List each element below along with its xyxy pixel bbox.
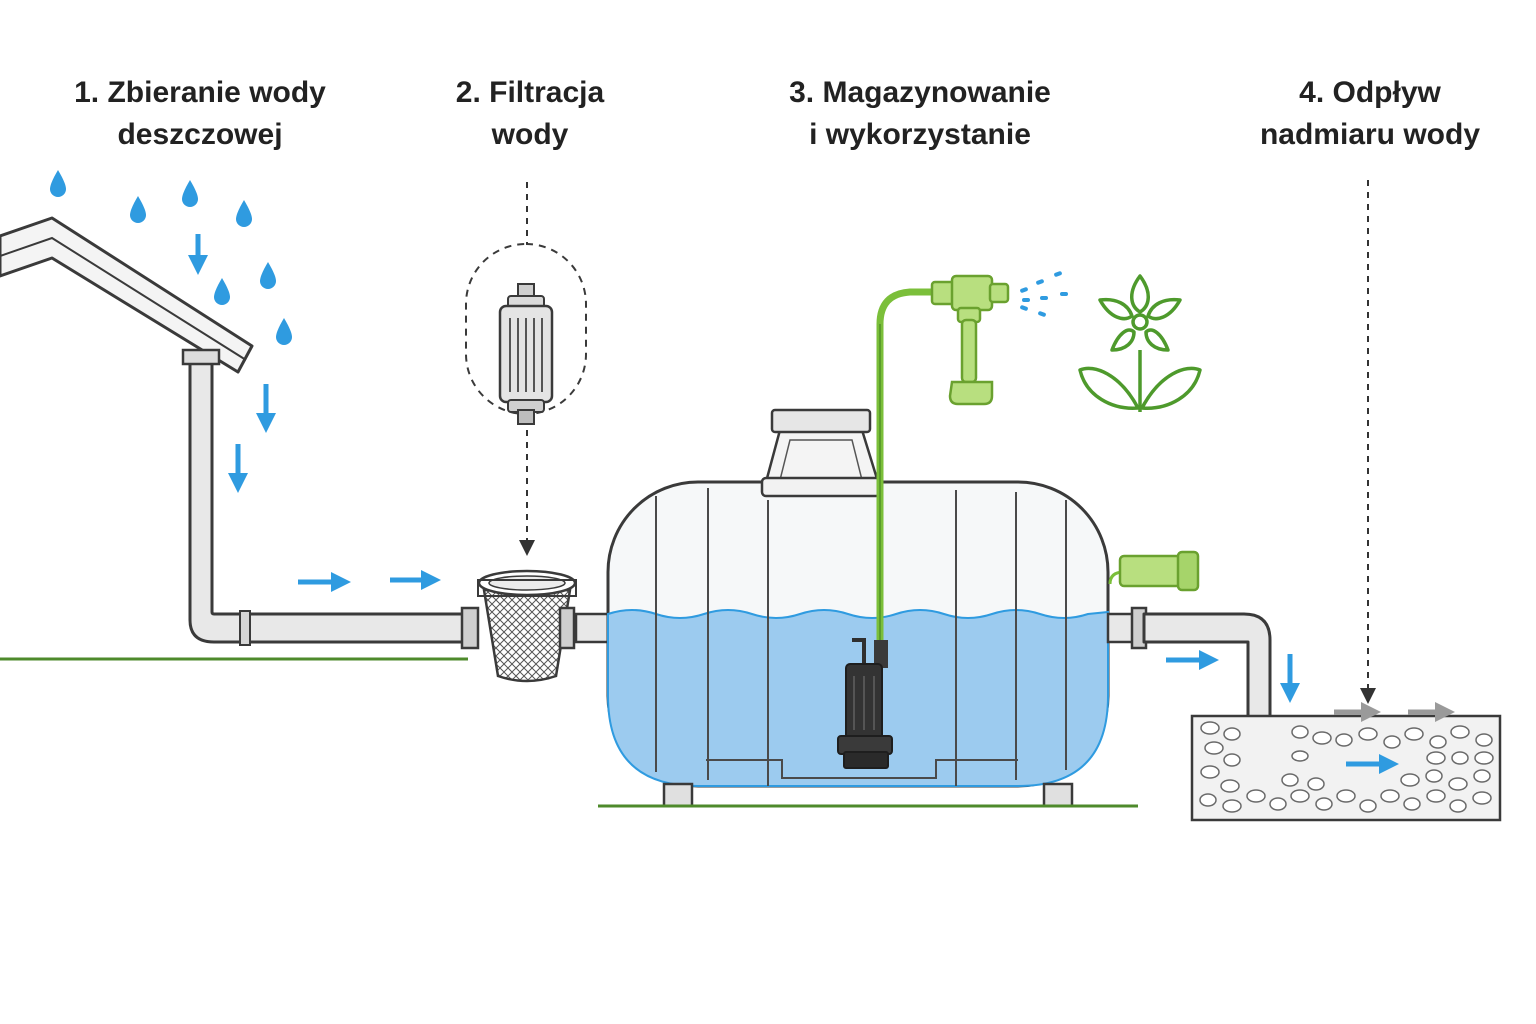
step-3-line-2: i wykorzystanie <box>809 118 1031 151</box>
tank-green-outlet <box>1108 550 1200 592</box>
gravel-bed-icon <box>1190 714 1502 822</box>
spray-droplets <box>1020 271 1068 317</box>
step-4-line-1: 4. Odpływ <box>1299 76 1441 109</box>
raindrop-icon <box>276 318 292 345</box>
rain-flow-arrows <box>188 234 441 592</box>
step-2-line-1: 2. Filtracja <box>455 76 605 109</box>
step-1-title: 1. Zbieranie wody deszczowej <box>40 72 360 156</box>
raindrop-icon <box>214 278 230 305</box>
raindrop-icon <box>236 200 252 227</box>
raindrop-icon <box>130 196 146 223</box>
step-3-line-1: 3. Magazynowanie <box>789 76 1051 109</box>
flower-icon <box>1078 274 1202 412</box>
step-2-line-2: wody <box>491 118 569 151</box>
step-4-line-2: nadmiaru wody <box>1259 118 1481 151</box>
step-2-title: 2. Filtracja wody <box>420 72 640 156</box>
raindrop-icon <box>260 262 276 289</box>
raindrops <box>50 170 292 345</box>
step-1-line-1: 1. Zbieranie wody <box>74 76 326 109</box>
step-3-title: 3. Magazynowanie i wykorzystanie <box>740 72 1100 156</box>
raindrop-icon <box>182 180 198 207</box>
house-roof-icon <box>0 216 254 374</box>
overflow-flow-arrows <box>1166 650 1455 774</box>
filter-cartridge-icon <box>465 243 587 425</box>
garden-hose <box>876 288 944 654</box>
step-4-title: 4. Odpływ nadmiaru wody <box>1230 72 1510 156</box>
step-1-line-2: deszczowej <box>117 118 283 151</box>
basket-filter-icon <box>477 569 577 683</box>
downpipe <box>181 348 480 650</box>
submersible-pump-icon <box>837 638 893 769</box>
sprinkler-icon <box>930 274 1010 406</box>
raindrop-icon <box>50 170 66 197</box>
